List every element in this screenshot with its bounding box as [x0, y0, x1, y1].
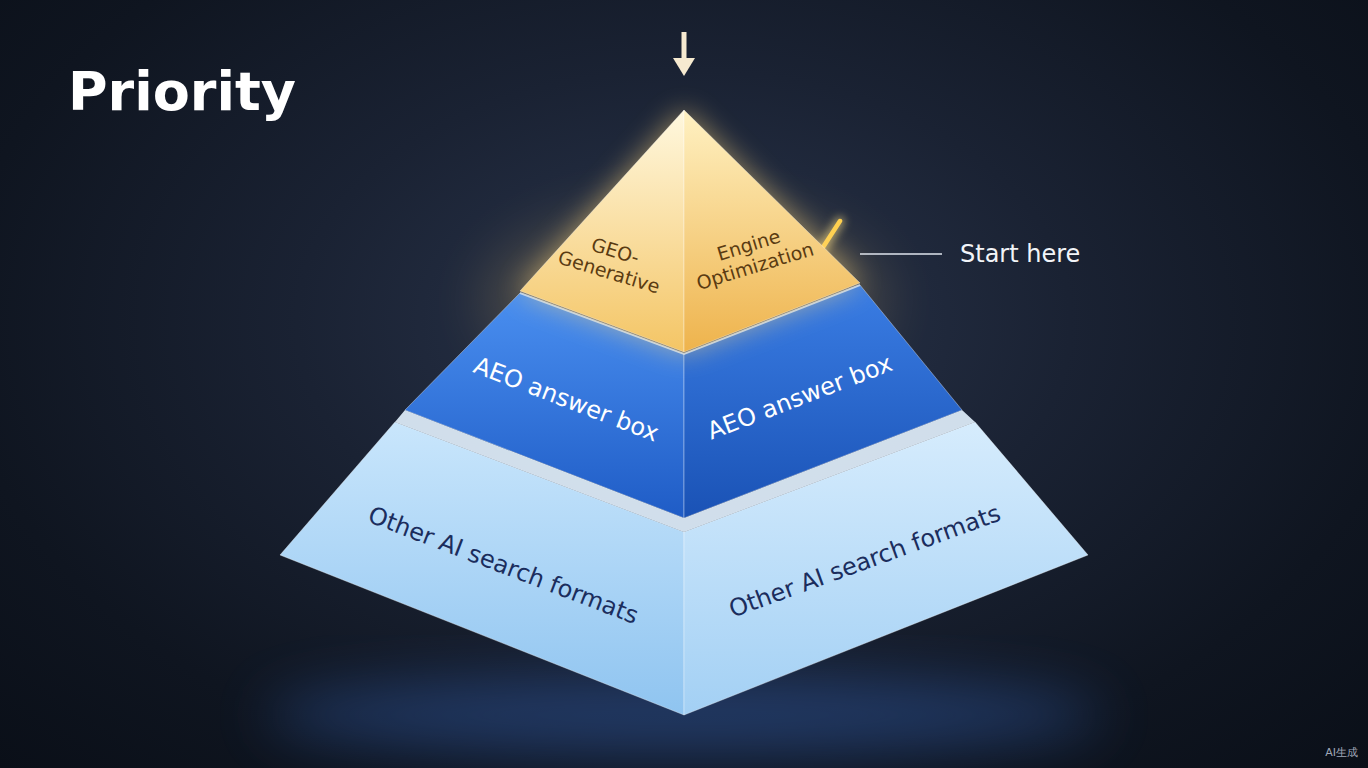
check-mark — [806, 221, 840, 255]
leader-line — [860, 253, 942, 255]
check-glow — [806, 221, 840, 255]
apex-tier: GEO- GenerativeEngine Optimization — [500, 100, 880, 360]
tier-shape — [500, 100, 880, 360]
watermark: AI生成 — [1325, 745, 1358, 760]
callout-text: Start here — [960, 240, 1080, 268]
page-title: Priority — [68, 60, 296, 123]
tier-face — [684, 422, 1088, 715]
tier-rim — [520, 285, 860, 354]
tier-face — [280, 422, 684, 715]
down-arrow — [673, 32, 695, 76]
